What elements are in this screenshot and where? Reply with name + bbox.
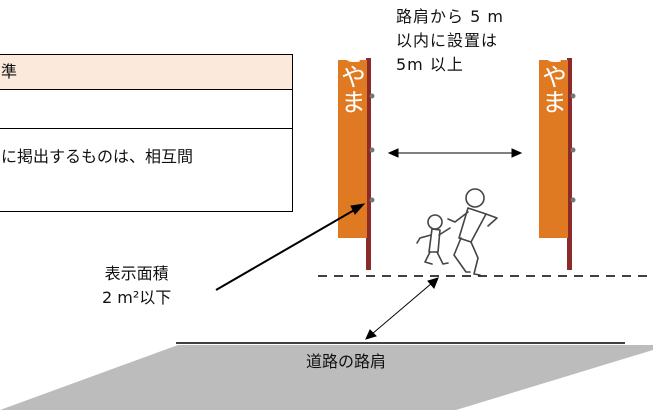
road-shoulder-label: 道路の路肩 — [306, 352, 387, 371]
area-note-line-1: 表示面積 — [104, 264, 169, 283]
area-note: 表示面積 2 m²以下 — [102, 262, 171, 310]
regulation-table: 準 に掲出するものは、相互間 — [0, 54, 293, 212]
right-flag-cloth — [539, 60, 568, 238]
right-banner-text: ささやま — [539, 14, 568, 114]
distance-note-line-2: 以内に設置は — [396, 31, 499, 50]
table-header-cell: 準 — [0, 54, 293, 90]
left-banner-text: ささやま — [338, 14, 367, 114]
left-flag-cloth — [338, 60, 367, 238]
shoulder-distance-arrow — [365, 277, 439, 340]
table-body-text: に掲出するものは、相互間 — [1, 147, 194, 166]
distance-arrow — [387, 148, 523, 158]
area-pointer-arrow — [215, 203, 366, 291]
area-note-line-2: 2 m²以下 — [102, 288, 172, 307]
adult-figure-icon — [447, 188, 498, 276]
distance-note-line-3: 5m 以上 — [396, 55, 464, 74]
right-flag-pole — [567, 58, 572, 270]
table-body-cell: に掲出するものは、相互間 — [0, 128, 293, 212]
distance-note-line-1: 路肩から 5 m — [396, 7, 504, 26]
table-middle-cell — [0, 89, 293, 129]
right-flag-banner: ささやま — [539, 14, 576, 270]
left-flag-banner: ささやま — [338, 14, 375, 270]
distance-note: 路肩から 5 m 以内に設置は 5m 以上 — [396, 5, 504, 77]
left-flag-pole — [366, 58, 371, 270]
child-figure-icon — [416, 214, 451, 265]
